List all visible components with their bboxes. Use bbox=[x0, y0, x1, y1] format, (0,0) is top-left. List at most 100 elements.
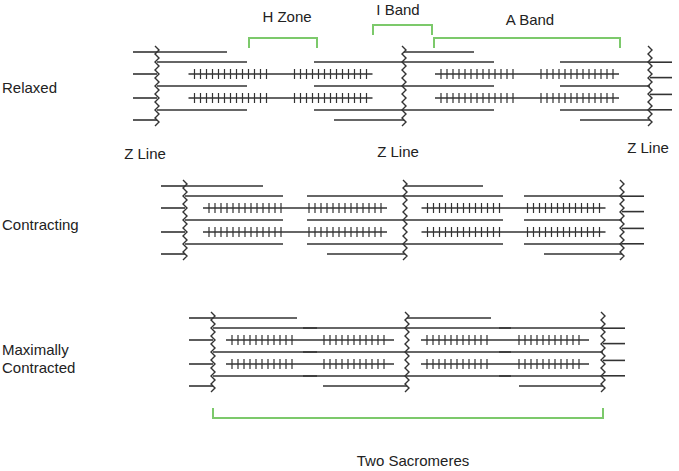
z-line bbox=[620, 180, 624, 260]
thin-filament-stub bbox=[189, 317, 213, 319]
thin-filament bbox=[185, 195, 283, 197]
a-band-bracket bbox=[434, 38, 620, 48]
thin-filament bbox=[405, 195, 503, 197]
thin-filament bbox=[560, 85, 650, 87]
band-label: I Band bbox=[376, 1, 419, 19]
myosin-heads bbox=[195, 69, 367, 79]
thin-filament-stub bbox=[603, 360, 625, 362]
thick-filament bbox=[422, 207, 606, 209]
thin-filament bbox=[404, 85, 494, 87]
two-sarcomeres-bracket bbox=[213, 408, 603, 418]
thin-filament-stub bbox=[161, 231, 185, 233]
thin-filament bbox=[307, 243, 405, 245]
thin-filament bbox=[185, 185, 263, 187]
thin-filament-stub bbox=[189, 363, 213, 365]
myosin-heads bbox=[232, 359, 384, 369]
band-label: H Zone bbox=[262, 8, 311, 26]
z-line bbox=[155, 46, 159, 126]
thin-filament-stub bbox=[650, 77, 672, 79]
thick-filament bbox=[189, 73, 373, 75]
band-label: A Band bbox=[506, 11, 554, 29]
thick-filament bbox=[189, 97, 373, 99]
thin-filament bbox=[185, 243, 283, 245]
thin-filament bbox=[213, 375, 317, 377]
thin-filament-stub bbox=[133, 119, 157, 121]
thin-filament-stub bbox=[603, 343, 625, 345]
z-line bbox=[403, 180, 407, 260]
thin-filament-stub bbox=[650, 109, 672, 111]
z-line-label: Z Line bbox=[377, 143, 419, 161]
myosin-heads bbox=[195, 93, 367, 103]
thin-filament-stub bbox=[650, 94, 672, 96]
thin-filament bbox=[213, 317, 297, 319]
myosin-heads bbox=[441, 93, 613, 103]
thick-filament bbox=[435, 97, 619, 99]
thin-filament-stub bbox=[161, 185, 185, 187]
h-zone-bracket bbox=[249, 38, 317, 48]
sarcomere-row bbox=[161, 180, 644, 260]
thin-filament bbox=[524, 243, 622, 245]
thin-filament bbox=[157, 61, 247, 63]
thin-filament bbox=[314, 109, 404, 111]
myosin-heads bbox=[209, 203, 381, 213]
thin-filament bbox=[404, 51, 474, 53]
myosin-heads bbox=[428, 203, 600, 213]
thin-filament bbox=[157, 85, 247, 87]
thick-filament bbox=[226, 339, 394, 341]
thin-filament bbox=[560, 61, 650, 63]
thin-filament bbox=[407, 327, 511, 329]
thin-filament-stub bbox=[133, 97, 157, 99]
thin-filament-stub bbox=[133, 73, 157, 75]
state-label: Relaxed bbox=[2, 79, 57, 97]
thin-filament bbox=[405, 219, 503, 221]
thin-filament bbox=[405, 243, 503, 245]
thin-filament bbox=[303, 327, 407, 329]
thin-filament bbox=[185, 219, 283, 221]
thin-filament-stub bbox=[161, 207, 185, 209]
thick-filament bbox=[203, 231, 387, 233]
myosin-heads bbox=[427, 335, 579, 345]
myosin-heads bbox=[427, 359, 579, 369]
thin-filament-stub bbox=[622, 195, 644, 197]
thin-filament bbox=[157, 109, 247, 111]
span-label: Two Sacromeres bbox=[357, 452, 470, 470]
state-label: Contracting bbox=[2, 216, 79, 234]
thin-filament bbox=[544, 253, 622, 255]
thick-filament bbox=[435, 73, 619, 75]
myosin-heads bbox=[441, 69, 613, 79]
thin-filament bbox=[407, 317, 491, 319]
myosin-heads bbox=[232, 335, 384, 345]
thin-filament bbox=[303, 351, 407, 353]
thin-filament bbox=[499, 375, 603, 377]
z-line bbox=[648, 46, 652, 126]
thin-filament bbox=[213, 351, 317, 353]
thin-filament bbox=[307, 195, 405, 197]
thick-filament bbox=[421, 339, 589, 341]
thin-filament-stub bbox=[161, 253, 185, 255]
thin-filament bbox=[499, 351, 603, 353]
i-band-bracket bbox=[373, 25, 432, 35]
thin-filament bbox=[314, 85, 404, 87]
thin-filament bbox=[405, 185, 483, 187]
thin-filament-stub bbox=[603, 327, 625, 329]
sarcomere-row bbox=[133, 46, 672, 126]
z-line bbox=[211, 312, 215, 392]
thick-filament bbox=[203, 207, 387, 209]
thin-filament bbox=[407, 351, 511, 353]
thin-filament-stub bbox=[189, 385, 213, 387]
thick-filament bbox=[422, 231, 606, 233]
thin-filament bbox=[519, 385, 603, 387]
z-line-label: Z Line bbox=[124, 145, 166, 163]
myosin-heads bbox=[209, 227, 381, 237]
thin-filament bbox=[407, 375, 511, 377]
thin-filament bbox=[404, 109, 494, 111]
z-line-label: Z Line bbox=[627, 139, 669, 157]
myosin-heads bbox=[428, 227, 600, 237]
z-line bbox=[402, 46, 406, 126]
thick-filament bbox=[421, 363, 589, 365]
z-line bbox=[183, 180, 187, 260]
thin-filament bbox=[560, 109, 650, 111]
thin-filament bbox=[157, 51, 227, 53]
